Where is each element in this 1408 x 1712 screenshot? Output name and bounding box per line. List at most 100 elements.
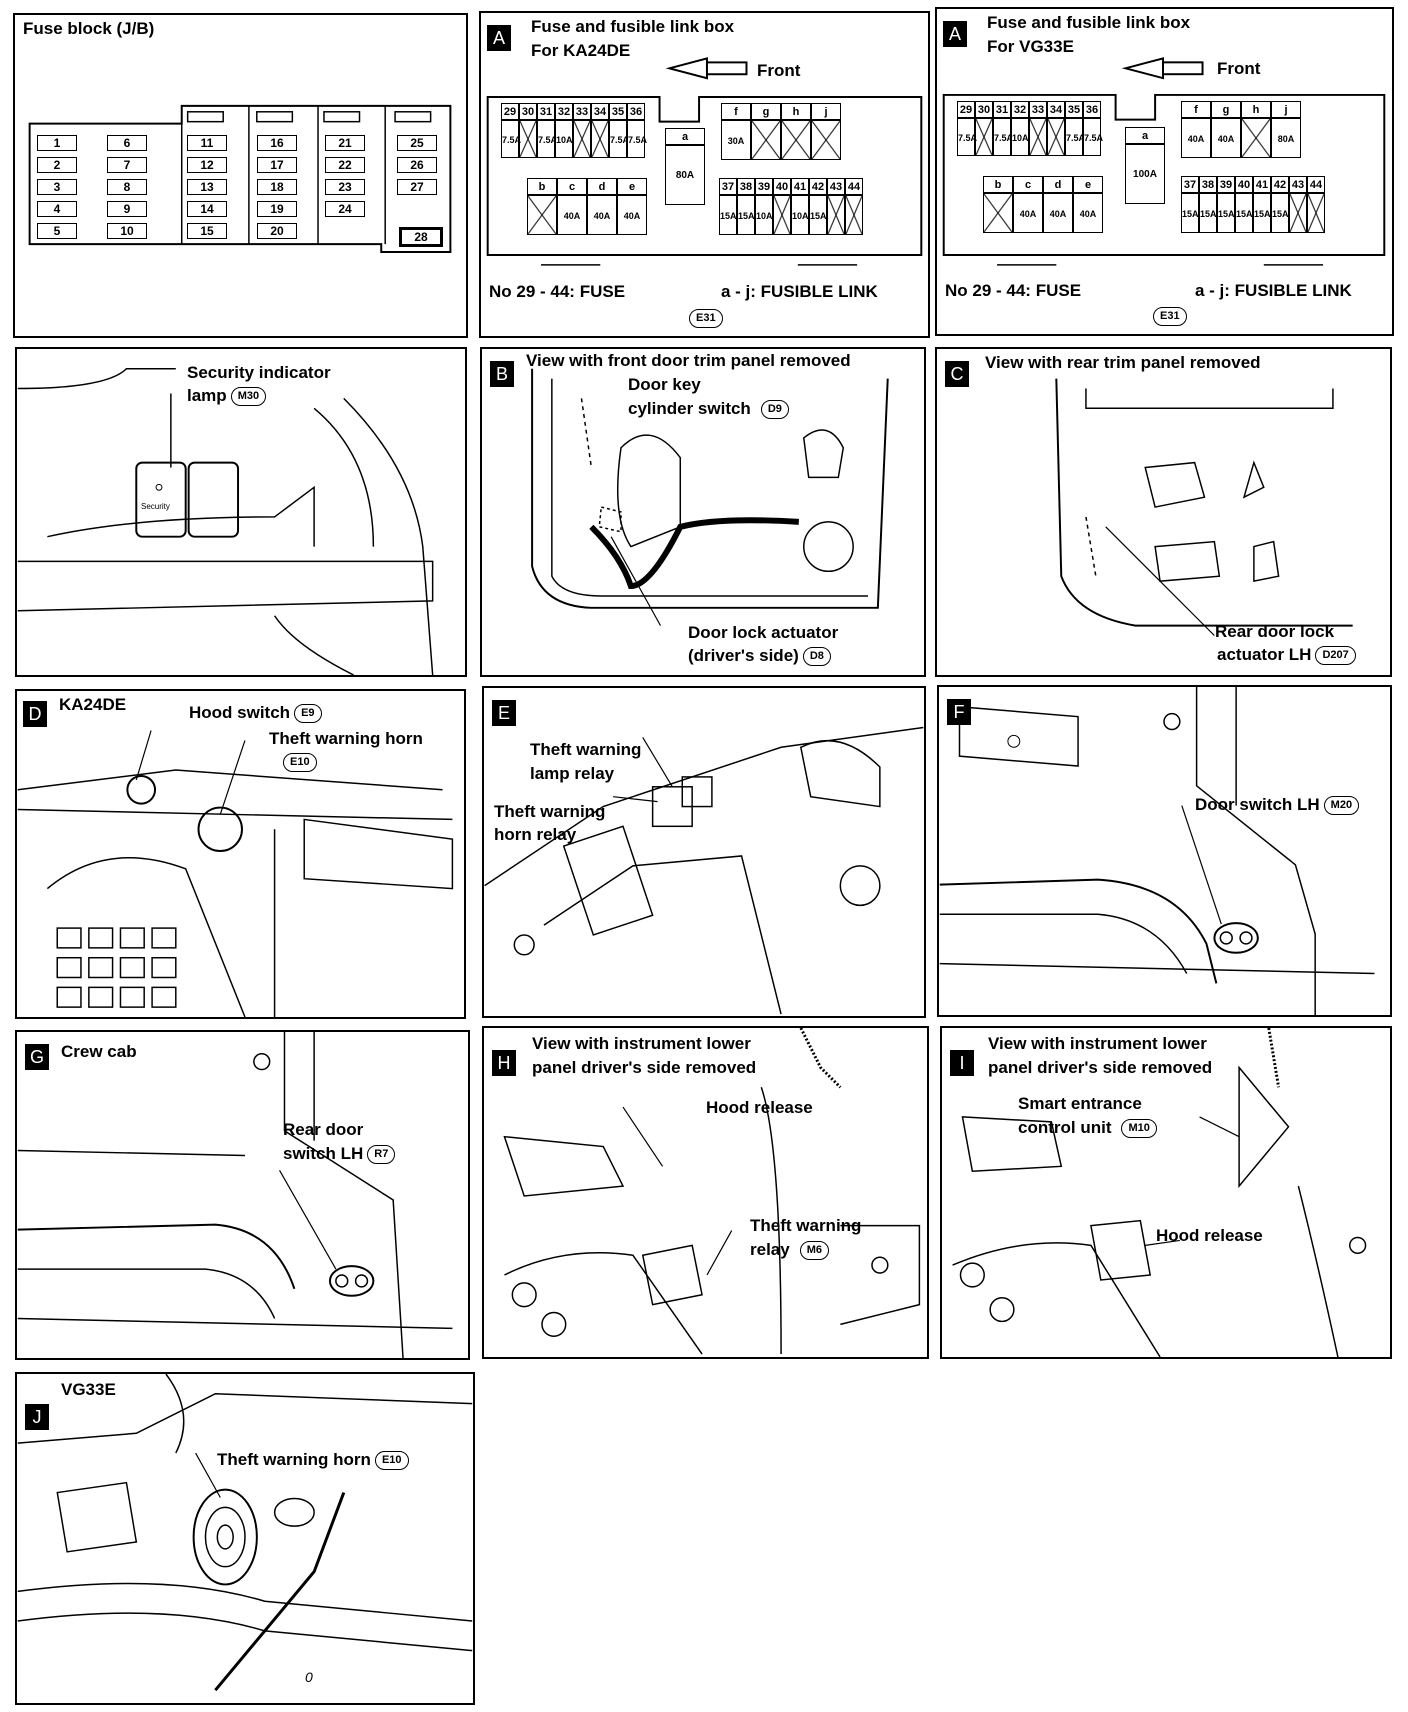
fuse-slot-j-label: j: [811, 103, 841, 120]
front-label: Front: [757, 61, 801, 80]
fuse-slot-44-rating: [1307, 193, 1325, 233]
panel-badge: C: [945, 361, 969, 387]
fuse-slot-43-rating: [827, 195, 845, 235]
connector-m20: M20: [1323, 796, 1360, 816]
fuse-slot-35-rating: 7.5A: [1065, 118, 1085, 156]
fuse-slot-32-label: 32: [1011, 101, 1029, 118]
fuse-slot-40-label: 40: [773, 178, 791, 195]
engine-bay-illustration: [17, 730, 454, 1017]
panel-g-title: Crew cab: [61, 1042, 137, 1061]
actuator-label-1: Door lock actuator: [688, 623, 839, 642]
connector-m6: M6: [799, 1241, 829, 1261]
fuse-slot-39-rating: 10A: [755, 195, 773, 235]
fuse-slot-d-label: d: [1043, 176, 1073, 193]
box-subtitle: For VG33E: [987, 37, 1074, 56]
rear-door-panel: C View with rear trim panel removed Rear…: [935, 347, 1392, 677]
fuse-21: 21: [325, 135, 365, 151]
fuse-legend: No 29 - 44: FUSE: [945, 281, 1082, 300]
panel-i-title-1: View with instrument lower: [988, 1034, 1207, 1053]
fuse-slot-33-rating: [1029, 118, 1047, 156]
fuse-1: 1: [37, 135, 77, 151]
box-title: Fuse and fusible link box: [531, 17, 735, 36]
fuse-slot-43-label: 43: [1289, 176, 1307, 193]
connector-e10: E10: [283, 753, 317, 772]
connector-e31: E31: [1153, 307, 1187, 326]
panel-b-title: View with front door trim panel removed: [526, 351, 851, 370]
fuse-slot-36-label: 36: [1083, 101, 1101, 118]
fuse-2: 2: [37, 157, 77, 173]
fuse-block-outline: [28, 104, 452, 254]
fuse-8: 8: [107, 179, 147, 195]
connector-m30: M30: [230, 387, 267, 407]
panel-c-title: View with rear trim panel removed: [985, 353, 1261, 372]
relay-location-panel: E Theft warning lamp relay Theft warning…: [482, 686, 926, 1018]
fuse-slot-30-label: 30: [519, 103, 537, 120]
fuse-slot-32-label: 32: [555, 103, 573, 120]
connector-e31: E31: [689, 309, 723, 328]
fuse-5: 5: [37, 223, 77, 239]
fuse-slot-42-rating: 15A: [809, 195, 827, 235]
rear-door-switch-label-1: Rear door: [283, 1120, 364, 1139]
fuse-slot-38-label: 38: [1199, 176, 1217, 193]
panel-badge: I: [950, 1050, 974, 1076]
fuse-20: 20: [257, 223, 297, 239]
fuse-slot-c-rating: 40A: [1013, 193, 1043, 233]
fuse-slot-39-rating: 15A: [1217, 193, 1235, 233]
fuse-slot-37-rating: 15A: [719, 195, 737, 235]
panel-d-title: KA24DE: [59, 695, 127, 714]
fuse-slot-35-label: 35: [609, 103, 627, 120]
fuse-box-outline: [486, 57, 923, 266]
fuse-slot-31-rating: 7.5A: [993, 118, 1013, 156]
connector-e9: E9: [294, 704, 322, 724]
security-switch-text: Security: [141, 502, 170, 511]
fuse-slot-h-rating: [1241, 118, 1271, 158]
fuse-12: 12: [187, 157, 227, 173]
connector-d9: D9: [760, 400, 789, 420]
hood-release-panel: H View with instrument lower panel drive…: [482, 1026, 929, 1359]
fuse-16: 16: [257, 135, 297, 151]
fuse-13: 13: [187, 179, 227, 195]
fuse-slot-d-rating: 40A: [587, 195, 617, 235]
fuse-slot-c-rating: 40A: [557, 195, 587, 235]
fuse-23: 23: [325, 179, 365, 195]
fuse-slot-43-label: 43: [827, 178, 845, 195]
panel-h-title-1: View with instrument lower: [532, 1034, 751, 1053]
fuse-slot-h-label: h: [1241, 101, 1271, 118]
fuse-slot-g-label: g: [1211, 101, 1241, 118]
fuse-legend: No 29 - 44: FUSE: [489, 282, 626, 301]
fuse-28: 28: [399, 227, 443, 247]
fuse-slot-30-label: 30: [975, 101, 993, 118]
fuse-slot-g-rating: [751, 120, 781, 160]
fuse-slot-39-label: 39: [1217, 176, 1235, 193]
fuse-slot-34-rating: [1047, 118, 1065, 156]
fuse-slot-f-rating: 30A: [721, 120, 751, 160]
fuse-slot-38-rating: 15A: [737, 195, 755, 235]
fuse-27: 27: [397, 179, 437, 195]
fuse-slot-b-rating: [983, 193, 1013, 233]
fuse-slot-42-label: 42: [809, 178, 827, 195]
fuse-3: 3: [37, 179, 77, 195]
fusible-link-a-label: a: [665, 128, 705, 145]
front-door-panel: B View with front door trim panel remove…: [480, 347, 926, 677]
hood-release-label: Hood release: [706, 1098, 813, 1117]
panel-badge: A: [487, 25, 511, 51]
fuse-25: 25: [397, 135, 437, 151]
fusible-link-a-rating: 80A: [665, 145, 705, 205]
reference-mark: 0: [305, 1669, 313, 1685]
fuse-4: 4: [37, 201, 77, 217]
fuse-slot-35-label: 35: [1065, 101, 1083, 118]
panel-i-title-2: panel driver's side removed: [988, 1058, 1213, 1077]
fuse-slot-c-label: c: [1013, 176, 1043, 193]
panel-badge: D: [23, 701, 47, 727]
actuator-label-2: (driver's side)D8: [688, 646, 831, 667]
fuse-slot-42-label: 42: [1271, 176, 1289, 193]
fuse-slot-31-rating: 7.5A: [537, 120, 557, 158]
fuse-slot-43-rating: [1289, 193, 1307, 233]
fuse-slot-41-rating: 10A: [791, 195, 809, 235]
connector-d207: D207: [1315, 646, 1356, 666]
fuse-slot-e-label: e: [617, 178, 647, 195]
